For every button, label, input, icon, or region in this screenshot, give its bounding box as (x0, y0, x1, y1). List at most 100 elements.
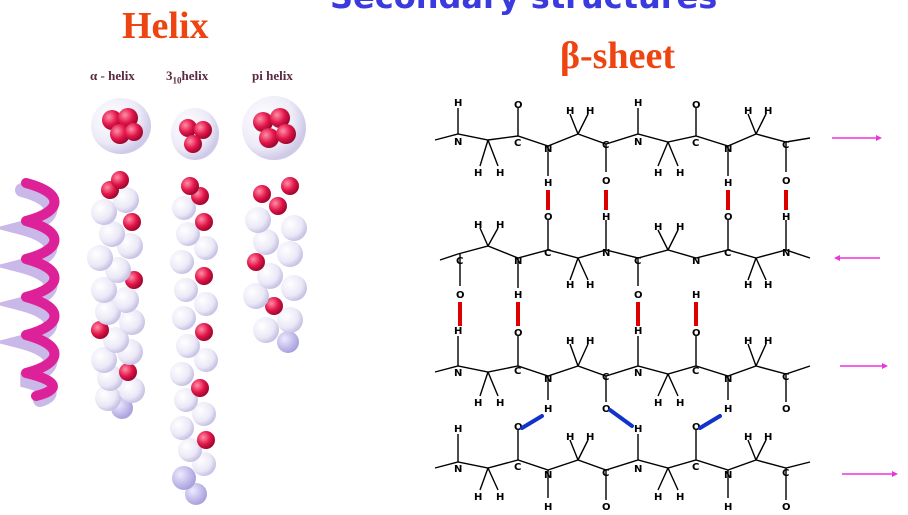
svg-text:N: N (634, 137, 642, 148)
svg-text:O: O (602, 404, 611, 415)
svg-text:N: N (602, 248, 610, 259)
svg-text:N: N (514, 256, 522, 267)
alpha-helix-side-view (87, 171, 145, 419)
svg-text:H: H (496, 398, 504, 409)
beta-sheet-title: β-sheet (560, 35, 675, 77)
svg-text:H: H (454, 424, 462, 435)
svg-text:H: H (634, 98, 642, 109)
svg-text:C: C (514, 138, 521, 149)
svg-text:H: H (676, 398, 684, 409)
svg-text:H: H (634, 424, 642, 435)
svg-text:H: H (586, 336, 594, 347)
pi-helix-label: pi helix (252, 68, 293, 83)
svg-text:H: H (454, 98, 462, 109)
hydrogen-bonds-blue (520, 408, 722, 430)
svg-text:C: C (456, 256, 463, 267)
svg-text:H: H (544, 502, 552, 513)
svg-text:C: C (724, 248, 731, 259)
svg-text:O: O (514, 422, 523, 433)
svg-text:H: H (744, 280, 752, 291)
svg-text:O: O (782, 502, 791, 513)
svg-text:H: H (782, 212, 790, 223)
svg-text:C: C (692, 366, 699, 377)
strand-4-backbone (434, 459, 811, 471)
svg-text:O: O (456, 290, 465, 301)
svg-text:N: N (782, 248, 790, 259)
svg-text:C: C (634, 256, 641, 267)
svg-text:H: H (724, 178, 732, 189)
pi-helix-side-view (243, 177, 307, 353)
svg-text:N: N (544, 374, 552, 385)
svg-text:N: N (544, 470, 552, 481)
svg-text:N: N (692, 256, 700, 267)
svg-text:H: H (586, 432, 594, 443)
svg-text:H: H (566, 336, 574, 347)
svg-text:H: H (724, 502, 732, 513)
svg-text:H: H (566, 280, 574, 291)
svg-text:C: C (514, 462, 521, 473)
svg-text:O: O (602, 176, 611, 187)
svg-text:O: O (782, 176, 791, 187)
svg-text:H: H (692, 290, 700, 301)
svg-text:C: C (782, 468, 789, 479)
svg-text:H: H (602, 212, 610, 223)
svg-text:H: H (676, 168, 684, 179)
svg-text:H: H (744, 106, 752, 117)
svg-text:H: H (654, 222, 662, 233)
svg-text:C: C (692, 138, 699, 149)
svg-text:O: O (692, 422, 701, 433)
svg-text:H: H (654, 492, 662, 503)
svg-text:H: H (474, 492, 482, 503)
svg-text:O: O (544, 212, 553, 223)
strand-1-backbone (434, 133, 811, 147)
svg-text:C: C (782, 372, 789, 383)
svg-text:H: H (496, 220, 504, 231)
svg-text:C: C (602, 140, 609, 151)
svg-text:O: O (692, 328, 701, 339)
svg-text:O: O (514, 328, 523, 339)
svg-text:H: H (744, 432, 752, 443)
svg-text:H: H (764, 432, 772, 443)
svg-text:C: C (782, 140, 789, 151)
strand-2-backbone (439, 245, 811, 261)
svg-text:H: H (586, 280, 594, 291)
alpha-helix-label: α - helix (90, 68, 135, 83)
svg-text:C: C (514, 366, 521, 377)
svg-text:H: H (474, 168, 482, 179)
svg-text:O: O (602, 502, 611, 513)
svg-text:H: H (764, 280, 772, 291)
three-ten-helix-side-view (170, 177, 218, 505)
ribbon-helix (0, 178, 60, 407)
svg-text:H: H (566, 106, 574, 117)
svg-text:H: H (496, 492, 504, 503)
svg-text:O: O (724, 212, 733, 223)
svg-text:H: H (474, 220, 482, 231)
svg-text:N: N (724, 144, 732, 155)
svg-text:N: N (544, 144, 552, 155)
svg-text:C: C (602, 468, 609, 479)
svg-text:N: N (724, 374, 732, 385)
svg-text:N: N (454, 137, 462, 148)
svg-text:H: H (654, 168, 662, 179)
svg-text:H: H (744, 336, 752, 347)
svg-text:H: H (496, 168, 504, 179)
hydrogen-bonds-red (458, 190, 788, 326)
svg-text:H: H (724, 404, 732, 415)
alpha-helix-top-view (91, 98, 151, 154)
svg-text:N: N (724, 470, 732, 481)
svg-text:H: H (544, 404, 552, 415)
page-title: Secondary structures (330, 0, 717, 16)
svg-text:H: H (676, 492, 684, 503)
helix-title: Helix (122, 5, 209, 47)
svg-text:H: H (474, 398, 482, 409)
svg-text:N: N (634, 464, 642, 475)
svg-text:H: H (654, 398, 662, 409)
strand-direction-arrows (832, 135, 898, 477)
svg-text:C: C (544, 248, 551, 259)
helix-illustrations (0, 96, 307, 505)
svg-text:H: H (586, 106, 594, 117)
beta-sheet-diagram: H O H O H H H H N C N C N C N C H H H H H O H O O H… (434, 98, 898, 513)
strand-3-backbone (434, 365, 811, 377)
svg-text:H: H (544, 178, 552, 189)
pi-helix-top-view (242, 96, 306, 160)
